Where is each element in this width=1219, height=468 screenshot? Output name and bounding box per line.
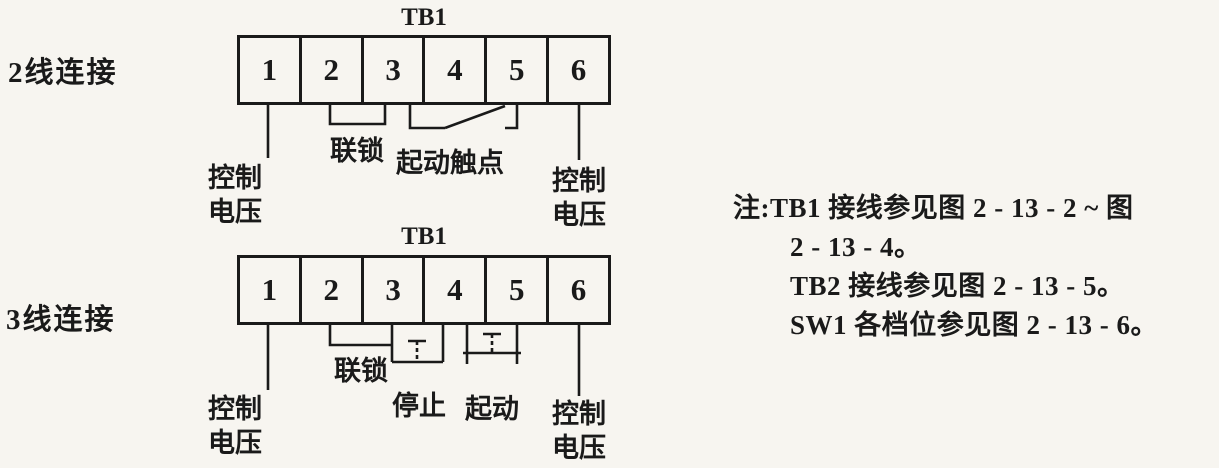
interlock-bracket-bottom: [328, 325, 392, 347]
row-label-three-wire: 3线连接: [6, 304, 116, 336]
terminal-block-tb1-bottom: 1 2 3 4 5 6: [237, 255, 611, 325]
note-line-2: 2 - 13 - 4。: [790, 232, 922, 262]
label-control-voltage-bottom-left: 控制 电压: [208, 394, 262, 458]
row-label-two-wire: 2线连接: [8, 57, 118, 89]
terminal-1: 1: [261, 52, 278, 87]
label-interlock-bottom: 联锁: [334, 356, 388, 386]
contact-blade: [444, 104, 506, 130]
terminal-1: 1: [261, 272, 278, 307]
two-wire-connection-lines: [266, 104, 581, 160]
label-stop: 停止: [392, 391, 446, 421]
terminal-3: 3: [360, 38, 423, 102]
terminal-block-tb1-top: 1 2 3 4 5 6: [237, 35, 611, 105]
terminal-2: 2: [298, 38, 361, 102]
start-button-symbol: [463, 325, 521, 364]
block-title-tb1-bottom: TB1: [401, 223, 447, 250]
terminal-6: 6: [546, 258, 608, 322]
note-line-4: SW1 各档位参见图 2 - 13 - 6。: [790, 310, 1158, 340]
note-line-1: 注:TB1 接线参见图 2 - 13 - 2 ~ 图: [733, 193, 1134, 223]
terminal-4: 4: [422, 38, 484, 102]
label-control-voltage-top-left: 控制 电压: [208, 163, 262, 227]
label-start: 起动: [465, 394, 519, 424]
stop-button-symbol: [390, 325, 445, 364]
three-wire-connection-lines: [266, 325, 581, 396]
label-interlock-top: 联锁: [330, 136, 384, 166]
label-start-contact: 起动触点: [396, 148, 504, 178]
start-contact-symbol: [408, 104, 519, 130]
terminal-2: 2: [298, 258, 361, 322]
label-control-voltage-bottom-right: 控制 电压: [552, 399, 606, 463]
label-control-voltage-top-right: 控制 电压: [552, 166, 606, 230]
block-title-tb1-top: TB1: [401, 4, 447, 31]
terminal-5: 5: [484, 38, 546, 102]
terminal-6: 6: [546, 38, 608, 102]
figure-notes: 注:TB1 接线参见图 2 - 13 - 2 ~ 图 2 - 13 - 4。 T…: [733, 189, 1158, 345]
interlock-bracket-top: [328, 105, 387, 126]
terminal-3: 3: [360, 258, 423, 322]
terminal-4: 4: [422, 258, 484, 322]
terminal-5: 5: [484, 258, 546, 322]
note-line-3: TB2 接线参见图 2 - 13 - 5。: [790, 271, 1125, 301]
